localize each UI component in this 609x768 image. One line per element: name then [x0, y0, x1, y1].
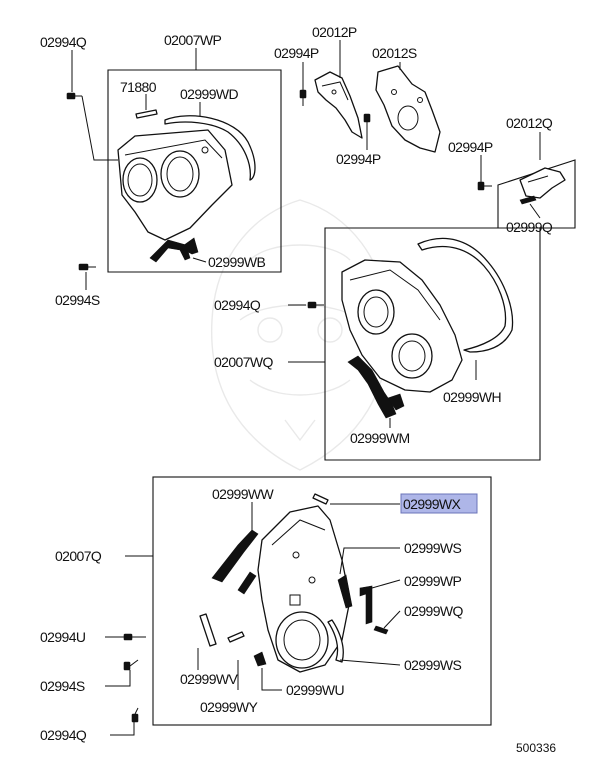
label-02999WW: 02999WW — [212, 486, 275, 502]
label-02994P-c: 02994P — [448, 139, 493, 155]
label-02012S: 02012S — [372, 45, 417, 61]
label-02994Q-top: 02994Q — [40, 34, 87, 50]
seal-02999WS-b — [327, 619, 344, 663]
label-02994Q-bot: 02994Q — [40, 727, 87, 743]
bolt-02994Q-bot — [131, 707, 139, 723]
seal-02999WY — [227, 631, 245, 643]
timing-belt-cover-upper — [117, 129, 233, 241]
label-02999WD: 02999WD — [180, 86, 239, 102]
label-02999WU: 02999WU — [286, 682, 345, 698]
bolt-02994S-bot — [123, 659, 139, 671]
seal-02999WW — [211, 529, 259, 595]
bolt-02994S-top — [78, 263, 96, 271]
seal-02999WX — [312, 493, 329, 505]
label-02999Q: 02999Q — [506, 219, 553, 235]
seal-02999WV — [199, 613, 217, 647]
spacer-71880 — [135, 109, 158, 119]
highlight-02999WX — [400, 493, 478, 514]
group-box-02012Q — [497, 159, 576, 229]
label-02994Q-mid: 02994Q — [214, 297, 261, 313]
label-02999WB: 02999WB — [208, 254, 266, 270]
label-02994P-b: 02994P — [336, 151, 381, 167]
label-02007WP: 02007WP — [164, 32, 222, 48]
label-71880: 71880 — [120, 79, 157, 95]
label-02994P-a: 02994P — [274, 45, 319, 61]
label-02999WX[interactable]: 02999WX — [403, 496, 462, 512]
label-02007Q: 02007Q — [55, 548, 102, 564]
seal-02999WS-a — [337, 574, 353, 609]
label-02007WQ: 02007WQ — [214, 354, 274, 370]
bolt-02994Q-top — [66, 92, 82, 100]
bolt-02994U — [123, 633, 146, 641]
label-02999WQ: 02999WQ — [404, 603, 464, 619]
bracket-02012Q — [519, 167, 566, 199]
label-02999WM: 02999WM — [350, 430, 410, 446]
label-02012Q: 02012Q — [506, 115, 553, 131]
clip-02999Q — [519, 195, 537, 205]
group-box-02007WP — [107, 69, 282, 273]
bolt-02994P-a — [299, 89, 307, 106]
label-02999WH: 02999WH — [443, 389, 501, 405]
bolt-02994P-b — [363, 113, 371, 132]
seal-02999WU — [253, 651, 267, 667]
timing-belt-cover-middle — [341, 259, 463, 393]
catalog-number: 500336 — [516, 741, 556, 755]
group-box-02007WQ — [324, 227, 541, 461]
timing-belt-cover-lower — [257, 505, 351, 673]
label-02012P: 02012P — [312, 24, 357, 40]
seal-02999WB — [149, 237, 199, 263]
gasket-02999WD — [164, 115, 256, 181]
label-02999WS-a: 02999WS — [404, 540, 462, 556]
label-02999WP: 02999WP — [404, 573, 462, 589]
label-02999WY: 02999WY — [200, 699, 259, 715]
seal-02999WQ — [373, 625, 389, 635]
bracket-02012S — [375, 65, 441, 153]
seal-02999WM — [347, 355, 405, 419]
label-02999WS-b: 02999WS — [404, 657, 462, 673]
bolt-02994P-c — [477, 181, 492, 191]
gasket-02999WH — [417, 237, 514, 353]
group-box-02007Q — [152, 476, 492, 726]
seal-02999WP — [359, 585, 373, 625]
bracket-02012P — [314, 71, 363, 139]
label-02994U: 02994U — [40, 629, 86, 645]
label-02999WV: 02999WV — [180, 671, 239, 687]
label-02994S-bot: 02994S — [40, 678, 85, 694]
bolt-02994Q-mid — [307, 301, 324, 309]
label-02994S-top: 02994S — [55, 292, 100, 308]
